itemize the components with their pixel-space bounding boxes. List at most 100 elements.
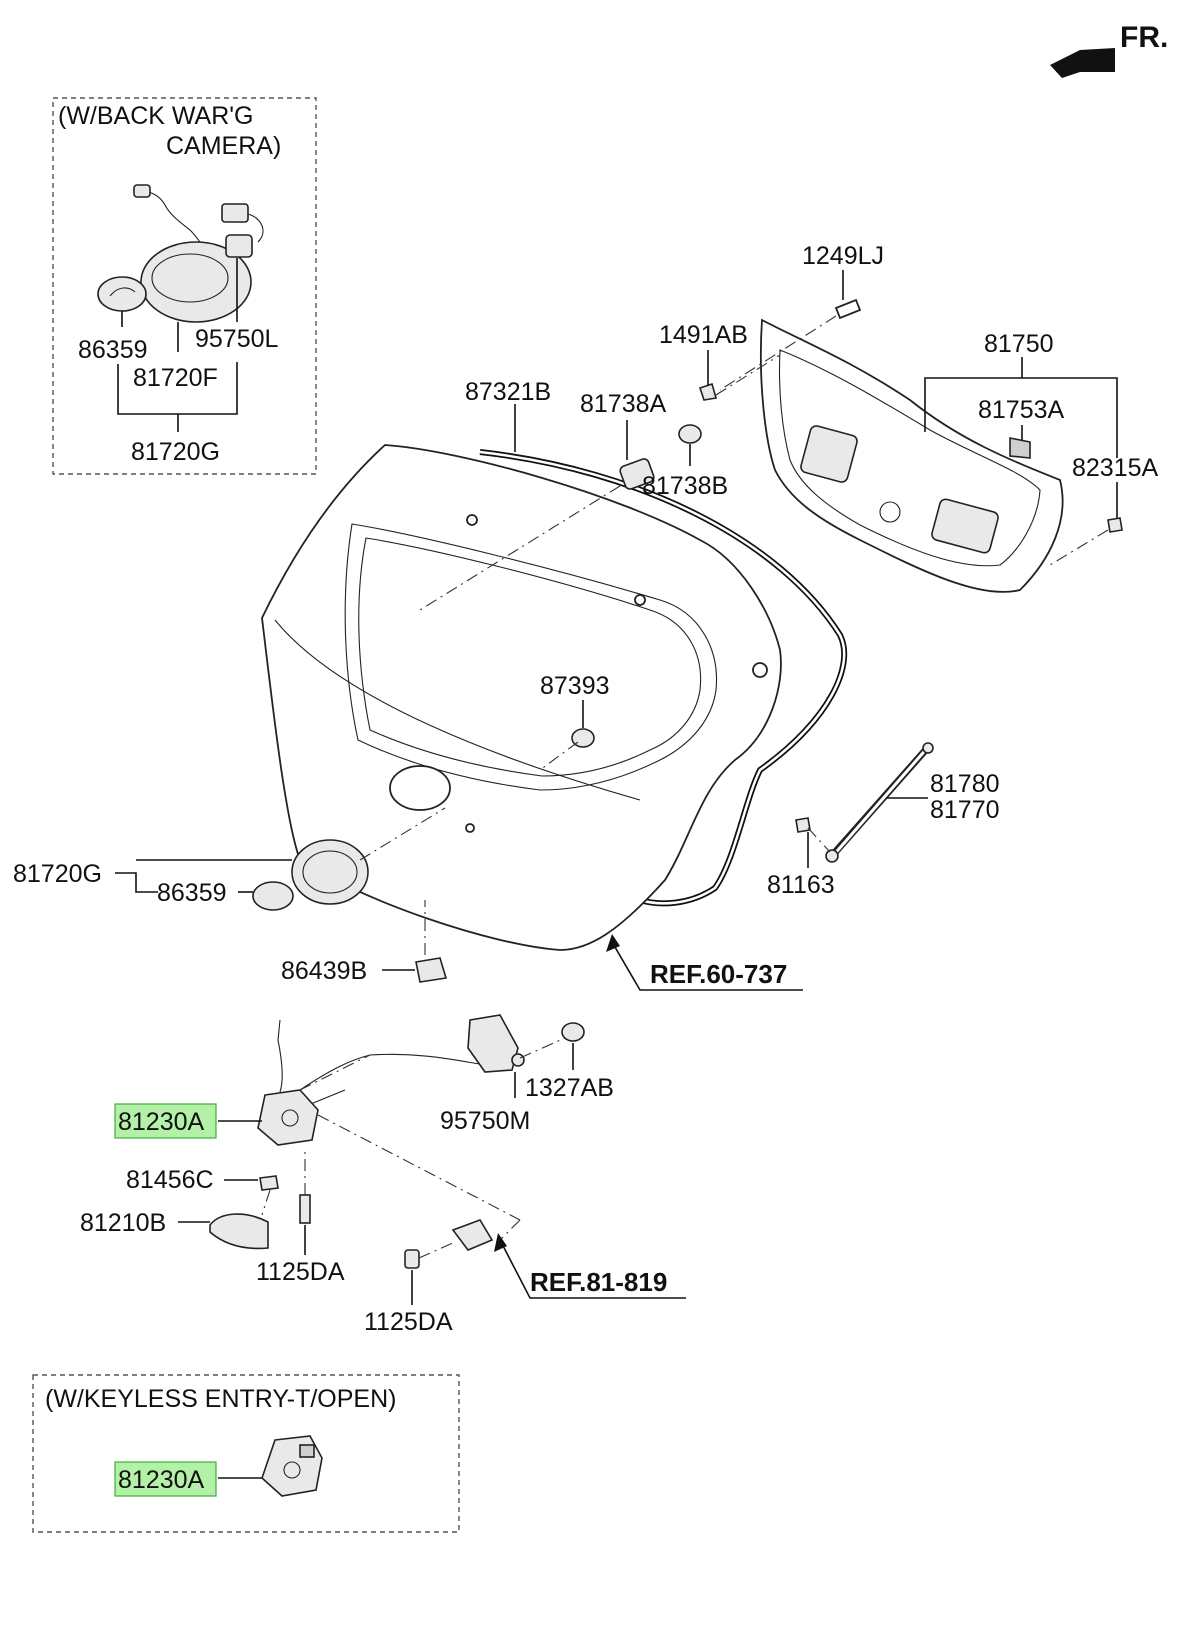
keyless-option-group: (W/KEYLESS ENTRY-T/OPEN) bbox=[32, 1374, 460, 1533]
camera-group-title: (W/BACK WAR'G bbox=[58, 102, 254, 130]
bolt-1125DA-b-icon bbox=[404, 1249, 420, 1269]
gas-lifter bbox=[795, 742, 934, 863]
keyless-group-title: (W/KEYLESS ENTRY-T/OPEN) bbox=[45, 1385, 396, 1413]
tailgate-outer-icon bbox=[261, 444, 782, 951]
bolt-1125DA-a-icon bbox=[299, 1194, 311, 1224]
part-label-81750: 81750 bbox=[984, 330, 1054, 358]
tailgate-panel bbox=[261, 444, 782, 951]
ref-arrow-icon bbox=[606, 934, 620, 952]
ball-stud-81163-icon bbox=[795, 817, 811, 833]
latch-bolt-hole-icon bbox=[281, 1109, 299, 1127]
camera-switch-icon bbox=[225, 234, 253, 258]
tailgate-hole-icon bbox=[752, 662, 768, 678]
striker-icon bbox=[451, 1219, 494, 1251]
part-label-1249LJ: 1249LJ bbox=[802, 242, 884, 270]
axis-1125DA-b bbox=[418, 1241, 456, 1259]
clip-1491AB-icon bbox=[698, 382, 718, 401]
trim-panel-inner-icon bbox=[778, 349, 1041, 567]
trim-handle-recess-icon bbox=[931, 498, 999, 554]
lifter-cylinder-hl-icon bbox=[829, 745, 931, 859]
actuator-95750M-icon bbox=[467, 1014, 519, 1073]
cover-81210B-icon bbox=[209, 1213, 269, 1250]
part-label-81230A: 81230A bbox=[118, 1108, 205, 1136]
axis-81163 bbox=[807, 827, 831, 853]
tailgate-crease-icon bbox=[274, 619, 641, 801]
part-label-87393: 87393 bbox=[540, 672, 610, 700]
actuator-pivot-icon bbox=[511, 1053, 525, 1067]
part-label-81753A: 81753A bbox=[978, 396, 1065, 424]
ref-line-81-819 bbox=[499, 1239, 686, 1299]
front-direction-label: FR. bbox=[1120, 21, 1168, 54]
part-label-82315A: 82315A bbox=[1072, 454, 1159, 482]
front-arrow-icon bbox=[1050, 48, 1115, 78]
part-label-81456C: 81456C bbox=[126, 1166, 214, 1194]
grommet-1327AB-icon bbox=[561, 1022, 585, 1042]
tailgate-glass-opening-icon bbox=[344, 523, 718, 791]
part-label-95750M: 95750M bbox=[440, 1107, 530, 1135]
camera-connector-icon bbox=[133, 184, 151, 198]
tailgate-hole-icon bbox=[466, 514, 478, 526]
part-label-87321B: 87321B bbox=[465, 378, 551, 406]
part-label-95750L: 95750L bbox=[195, 325, 279, 353]
bumper-81738A-icon bbox=[619, 458, 655, 490]
emblem-h-icon bbox=[109, 287, 136, 297]
trim-panel-81750 bbox=[759, 318, 1064, 593]
part-label-81770: 81770 bbox=[930, 796, 1000, 824]
tailgate-glass-inner-icon bbox=[358, 537, 702, 777]
ref-label-81-819: REF.81-819 bbox=[530, 1267, 667, 1297]
axis-87393 bbox=[539, 741, 579, 771]
axis-82315A bbox=[1049, 529, 1109, 566]
part-label-81230A-keyless: 81230A bbox=[118, 1466, 205, 1494]
axis-latch-cable bbox=[299, 1054, 371, 1091]
part-label-86439B: 86439B bbox=[281, 957, 367, 985]
camera-switch-connector-icon bbox=[221, 203, 249, 223]
latch-81230A-icon bbox=[257, 1089, 319, 1146]
axis-1327AB bbox=[519, 1037, 566, 1059]
part-label-1125DA-b: 1125DA bbox=[364, 1308, 453, 1336]
tailgate-hole-icon bbox=[465, 823, 475, 833]
emblem-81720G-icon bbox=[291, 839, 369, 905]
part-label-81720F: 81720F bbox=[133, 364, 218, 392]
lifter-end-icon bbox=[922, 742, 934, 754]
bracket-81720G-b bbox=[115, 872, 158, 893]
weatherstrip-inner-icon bbox=[479, 450, 846, 905]
axis-latch-striker bbox=[499, 1219, 521, 1241]
latch-cable-icon bbox=[299, 1053, 486, 1091]
ref-label-60-737: REF.60-737 bbox=[650, 959, 787, 989]
trim-clip-81753A-icon bbox=[1009, 437, 1031, 459]
part-label-81738A: 81738A bbox=[580, 390, 667, 418]
tailgate-emblem-recess-icon bbox=[389, 765, 451, 811]
keyless-connector-icon bbox=[299, 1444, 315, 1458]
part-label-86359-lower: 86359 bbox=[157, 879, 227, 907]
small-emblem-icon bbox=[97, 276, 147, 312]
keyless-latch-hole-icon bbox=[283, 1461, 301, 1479]
camera-group-frame bbox=[52, 97, 317, 475]
emblem-housing-icon bbox=[140, 241, 252, 323]
axis-latch-striker bbox=[317, 1114, 521, 1221]
part-labels: 1249LJ 1491AB 81750 81753A 82315A 87321B… bbox=[13, 242, 1159, 1494]
camera-group-title-line2: CAMERA) bbox=[166, 132, 281, 160]
emblem-86359-icon bbox=[252, 881, 294, 911]
bracket-81750 bbox=[924, 377, 1118, 458]
emblem-housing-rim-icon bbox=[151, 253, 229, 303]
ref-arrow-icon bbox=[494, 1233, 507, 1252]
front-direction-indicator: FR. bbox=[1050, 21, 1168, 78]
bolt-1249LJ-icon bbox=[834, 298, 862, 320]
highlight-81230A-keyless bbox=[114, 1461, 217, 1497]
axis-81456C bbox=[261, 1189, 271, 1216]
axis-81738A bbox=[419, 485, 621, 611]
highlight-81230A bbox=[114, 1103, 217, 1139]
latch-area bbox=[209, 1014, 585, 1269]
latch-rod-icon bbox=[277, 1019, 283, 1093]
part-label-1491AB: 1491AB bbox=[659, 321, 748, 349]
part-label-81720G: 81720G bbox=[131, 438, 220, 466]
part-label-86359: 86359 bbox=[78, 336, 148, 364]
bolt-81456C-icon bbox=[259, 1175, 279, 1191]
tailgate-hole-icon bbox=[634, 594, 646, 606]
leader-lines bbox=[115, 270, 1118, 1479]
part-label-81738B: 81738B bbox=[642, 472, 728, 500]
part-label-81720G-lower: 81720G bbox=[13, 860, 102, 888]
part-label-81210B: 81210B bbox=[80, 1209, 166, 1237]
weatherstrip-87321B bbox=[479, 449, 848, 907]
